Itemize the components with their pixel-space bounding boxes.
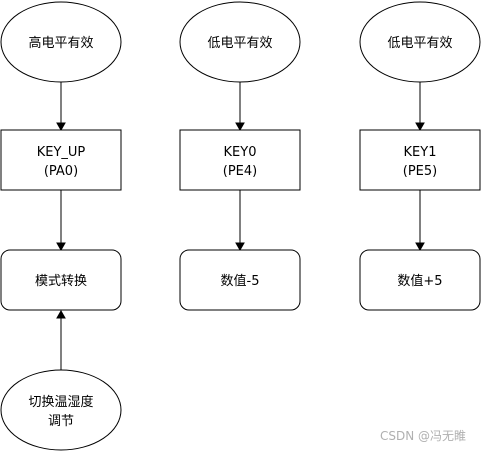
col1-arrowhead-1 (56, 122, 66, 132)
col1-key-box (0, 129, 122, 191)
col2-key-box-line2: (PE4) (223, 164, 257, 179)
col1-bottom-ellipse (0, 369, 122, 451)
col3-arrowhead-2 (415, 242, 425, 252)
col2-arrowhead-1 (235, 122, 245, 132)
col3-action-box-label: 数值+5 (397, 273, 442, 289)
col3-arrowhead-1 (415, 122, 425, 132)
col2-key-box-line1: KEY0 (224, 145, 257, 160)
col3-action-box (359, 249, 481, 311)
col1-top-ellipse-label: 高电平有效 (28, 35, 93, 51)
col3-key-box-line2: (PE5) (403, 164, 437, 179)
col1-bottom-ellipse-line1: 切换温湿度 (28, 394, 93, 410)
col3-key-box (359, 129, 481, 191)
col1-bottom-ellipse-line2: 调节 (48, 414, 74, 429)
col2-top-ellipse-label: 低电平有效 (207, 36, 272, 51)
col2-arrowhead-2 (235, 242, 245, 252)
col1-key-box-line2: (PA0) (44, 164, 78, 179)
watermark-text: CSDN @冯无睢 (380, 429, 466, 443)
col2-action-box (179, 249, 301, 311)
col3-top-ellipse-label: 低电平有效 (387, 36, 452, 51)
col1-arrowhead-3 (56, 309, 66, 319)
col1-action-box-label: 模式转换 (35, 274, 87, 289)
col1-key-box-line1: KEY_UP (37, 145, 86, 160)
col3-key-box-line1: KEY1 (404, 145, 437, 160)
col1-arrowhead-2 (56, 242, 66, 252)
col2-action-box-label: 数值-5 (221, 273, 260, 289)
col2-key-box (179, 129, 301, 191)
